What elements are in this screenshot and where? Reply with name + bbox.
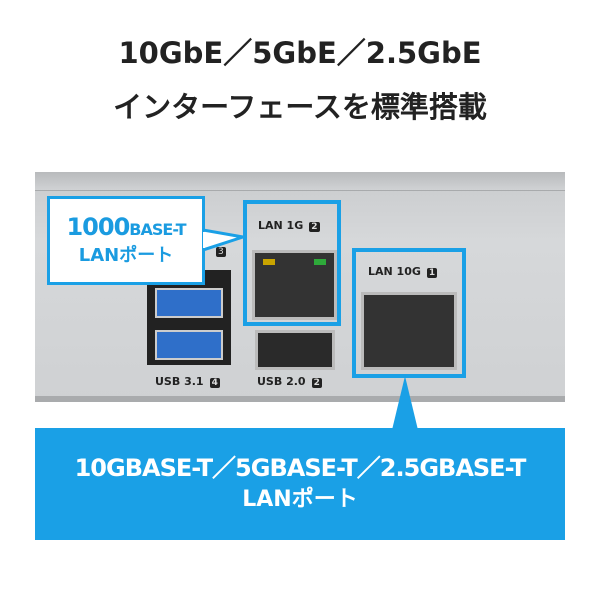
usb20-port [255,330,335,370]
headline-line2: インターフェースを標準搭載 [113,90,487,124]
banner-10gbase-t: 10GBASE-T／5GBASE-T／2.5GBASE-T LANポート [35,428,565,540]
lan10g-highlight [352,248,466,378]
callout-1000base-t: 1000BASE-T LANポート [47,196,205,285]
headline-line1: 10GbE／5GbE／2.5GbE [118,36,482,70]
banner-line1: 10GBASE-T／5GBASE-T／2.5GBASE-T [74,454,527,482]
led-amber [263,259,275,265]
lan1g-port [252,250,337,320]
panel-top-edge [35,172,565,191]
callout-big: 1000 [66,213,130,241]
usb31-port-top [155,288,223,318]
lan10g-port [361,292,457,370]
banner-pointer [392,376,418,430]
panel-bottom-edge [35,396,565,402]
callout-line2: LANポート [78,245,174,266]
lan1g-highlight [243,200,341,326]
callout-small: BASE-T [129,220,186,239]
led-green [314,259,326,265]
callout-pointer [203,228,244,252]
port-number-3: 3 [216,247,226,257]
usb31-port-bottom [155,330,223,360]
banner-line2: LANポート [242,487,358,512]
